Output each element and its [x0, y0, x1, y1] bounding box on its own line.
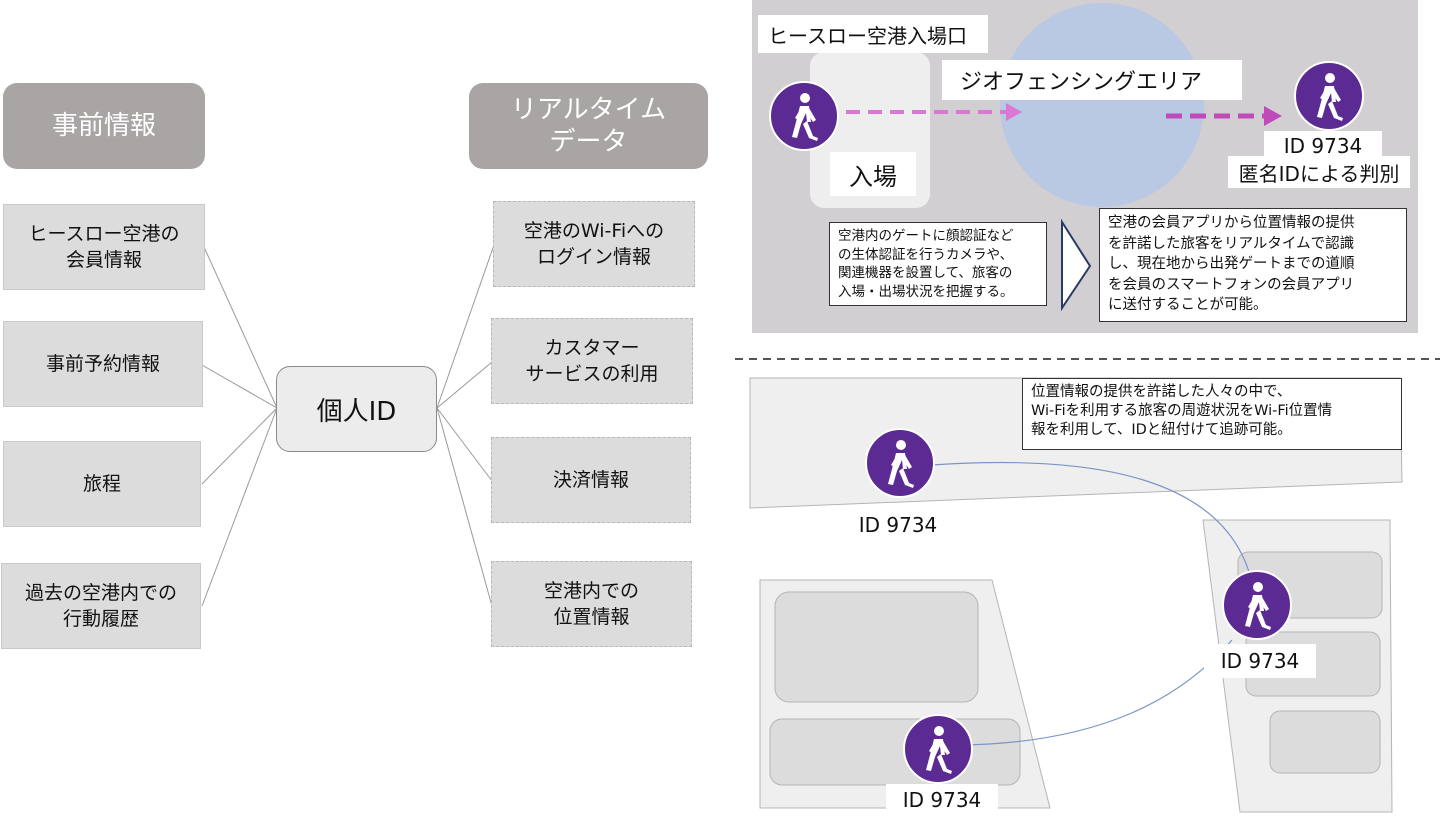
walking-person-icon: [903, 714, 973, 784]
chevron-right-icon: [1061, 218, 1092, 312]
geofence-area-circle: [1000, 3, 1204, 207]
realtime-data-item: カスタマー サービスの利用: [491, 318, 693, 404]
geofence-area-label: ジオフェンシングエリア: [942, 60, 1242, 100]
prior-info-item: 事前予約情報: [3, 321, 203, 407]
prior-info-item: ヒースロー空港の 会員情報: [3, 204, 205, 290]
exit-arrowhead: [1264, 106, 1282, 126]
realtime-data-item: 空港内での 位置情報: [491, 561, 692, 647]
entry-label: 入場: [830, 152, 916, 196]
tracking-id-label: ID 9734: [1204, 644, 1316, 678]
wifi-tracking-note: 位置情報の提供を許諾した人々の中で、 Wi-Fiを利用する旅客の周遊状況をWi-…: [1022, 378, 1402, 450]
prior-info-item: 過去の空港内での 行動履歴: [1, 563, 201, 649]
walking-person-icon: [1294, 61, 1364, 131]
walking-person-icon: [769, 81, 839, 151]
walking-person-icon: [865, 428, 935, 498]
personal-id-label: 個人ID: [316, 396, 397, 427]
entry-arrowhead: [1006, 103, 1022, 121]
anonymous-id-label: 匿名IDによる判別: [1228, 156, 1410, 188]
prior-info-header: 事前情報: [3, 83, 205, 169]
left-connectors: [201, 246, 278, 607]
personal-id-node: 個人ID: [276, 366, 437, 452]
realtime-data-header: リアルタイム データ: [469, 83, 708, 169]
app-location-note: 空港の会員アプリから位置情報の提供 を許諾した旅客をリアルタイムで認識 し、現在…: [1099, 208, 1407, 322]
prior-info-item: 旅程: [3, 441, 201, 527]
biometric-note: 空港内のゲートに顔認証など の生体認証を行うカメラや、 関連機器を設置して、旅客…: [829, 222, 1047, 306]
map-room: [774, 591, 979, 703]
tracking-id-label: ID 9734: [842, 510, 954, 540]
realtime-data-header-label: リアルタイム データ: [510, 95, 667, 157]
realtime-data-item: 決済情報: [491, 437, 691, 523]
entrance-title: ヒースロー空港入場口: [758, 15, 988, 53]
prior-info-header-label: 事前情報: [51, 111, 156, 141]
realtime-data-item: 空港のWi-Fiへの ログイン情報: [493, 201, 695, 287]
walking-person-icon: [1222, 570, 1292, 640]
tracking-id-label: ID 9734: [886, 784, 998, 816]
map-room: [1269, 710, 1381, 774]
trajectory-line: [931, 461, 1256, 601]
right-connectors: [436, 244, 495, 607]
